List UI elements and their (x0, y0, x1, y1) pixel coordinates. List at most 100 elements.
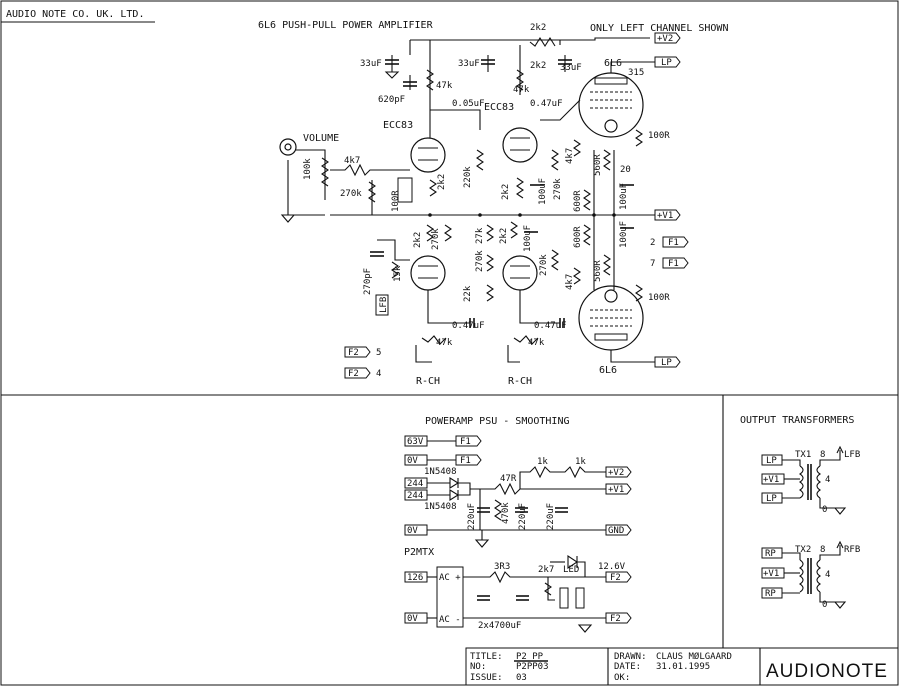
svg-text:47k: 47k (513, 85, 530, 95)
svg-text:244: 244 (407, 479, 423, 489)
svg-text:0V: 0V (407, 456, 418, 466)
svg-text:270k: 270k (553, 178, 563, 200)
tx1-secondary (816, 465, 821, 499)
svg-text:2k2: 2k2 (530, 61, 546, 71)
svg-text:F2: F2 (348, 369, 359, 379)
connector-f2-4 (344, 367, 371, 379)
svg-text:LP: LP (766, 456, 777, 466)
svg-text:2: 2 (650, 238, 655, 248)
svg-text:0.47uF: 0.47uF (534, 321, 567, 331)
drawing-date: 31.01.1995 (656, 662, 710, 672)
svg-text:2k2: 2k2 (413, 232, 423, 248)
psu-circuit: POWERAMP PSU - SMOOTHING 63V F1 0V F1 1N… (404, 416, 632, 633)
svg-text:220uF: 220uF (518, 503, 528, 530)
svg-text:100uF: 100uF (619, 183, 629, 210)
svg-text:270k: 270k (475, 250, 485, 272)
svg-text:NO:: NO: (470, 662, 486, 672)
connector-v2 (654, 32, 681, 44)
drawing-number: P2PP03 (516, 662, 549, 672)
svg-text:6L6: 6L6 (604, 58, 622, 69)
connector-f1-2 (662, 236, 689, 248)
svg-text:4: 4 (376, 369, 381, 379)
output-transformers: OUTPUT TRANSFORMERS TX1 8 LFB LP +V1 LP … (740, 415, 860, 610)
svg-text:1N5408: 1N5408 (424, 467, 457, 477)
connector-f1-7 (662, 257, 689, 269)
svg-text:4: 4 (825, 475, 830, 485)
tx2-secondary (816, 559, 821, 593)
drawing-title: P2 PP (516, 652, 544, 662)
audionote-logo: AUDIONOTE (766, 661, 888, 682)
led-indicator (567, 554, 578, 570)
svg-text:GND: GND (608, 526, 624, 536)
tube-ecc83-a (410, 137, 446, 173)
svg-text:220k: 220k (463, 166, 473, 188)
lfb-input-connector (375, 294, 389, 316)
title-block: TITLE: P2 PP NO: P2PP03 ISSUE: 03 DRAWN:… (465, 647, 899, 686)
svg-text:+V1: +V1 (763, 475, 779, 485)
svg-text:0.05uF: 0.05uF (452, 99, 485, 109)
svg-text:12.6V: 12.6V (598, 562, 626, 572)
psu-out-f2-a (605, 571, 632, 583)
svg-text:+V1: +V1 (657, 211, 673, 221)
amp-title: 6L6 PUSH-PULL POWER AMPLIFIER (258, 20, 434, 31)
svg-text:+V2: +V2 (657, 34, 673, 44)
svg-text:270pF: 270pF (363, 268, 373, 295)
svg-text:220uF: 220uF (546, 503, 556, 530)
svg-text:R-CH: R-CH (416, 376, 440, 387)
svg-text:100uF: 100uF (619, 221, 629, 248)
svg-text:270k: 270k (431, 228, 441, 250)
svg-text:F1: F1 (668, 259, 679, 269)
svg-text:F2: F2 (610, 573, 621, 583)
svg-text:ISSUE:: ISSUE: (470, 673, 503, 683)
svg-text:63V: 63V (407, 437, 424, 447)
svg-text:AC +: AC + (439, 573, 461, 583)
svg-text:OK:: OK: (614, 673, 630, 683)
svg-text:4k7: 4k7 (565, 274, 575, 290)
svg-text:100k: 100k (303, 158, 313, 180)
svg-text:270k: 270k (340, 189, 362, 199)
svg-text:0V: 0V (407, 614, 418, 624)
svg-text:+V1: +V1 (608, 485, 624, 495)
svg-text:244: 244 (407, 491, 423, 501)
svg-text:100uF: 100uF (538, 178, 548, 205)
svg-text:100R: 100R (648, 131, 670, 141)
svg-text:F1: F1 (668, 238, 679, 248)
svg-text:4: 4 (825, 570, 830, 580)
svg-text:4k7: 4k7 (565, 148, 575, 164)
svg-text:470k: 470k (501, 502, 511, 524)
svg-text:F1: F1 (460, 437, 471, 447)
svg-text:33uF: 33uF (560, 63, 582, 73)
svg-text:47R: 47R (500, 474, 517, 484)
svg-text:15k: 15k (393, 265, 403, 282)
svg-text:100R: 100R (648, 293, 670, 303)
svg-text:22k: 22k (463, 285, 473, 302)
svg-text:+V2: +V2 (608, 468, 624, 478)
svg-text:LP: LP (661, 358, 672, 368)
svg-text:1k: 1k (537, 457, 548, 467)
svg-text:POWERAMP PSU - SMOOTHING: POWERAMP PSU - SMOOTHING (425, 416, 570, 427)
svg-text:TX2: TX2 (795, 545, 811, 555)
svg-text:0V: 0V (407, 526, 418, 536)
svg-text:RP: RP (765, 589, 776, 599)
svg-text:LFB: LFB (379, 297, 389, 313)
svg-text:100uF: 100uF (523, 225, 533, 252)
svg-text:+V1: +V1 (763, 569, 779, 579)
svg-text:RP: RP (765, 549, 776, 559)
svg-text:220uF: 220uF (467, 503, 477, 530)
connector-lp-bottom (654, 356, 681, 368)
svg-text:100R: 100R (391, 190, 401, 212)
svg-text:2x4700uF: 2x4700uF (478, 621, 521, 631)
svg-text:P2MTX: P2MTX (404, 547, 434, 558)
drawn-by: CLAUS MØLGAARD (656, 651, 732, 662)
svg-text:TITLE:: TITLE: (470, 652, 503, 662)
svg-text:DATE:: DATE: (614, 662, 641, 672)
svg-text:0: 0 (822, 505, 827, 515)
svg-text:7: 7 (650, 259, 655, 269)
diode-bottom (449, 489, 460, 501)
svg-text:F2: F2 (348, 348, 359, 358)
channel-note: ONLY LEFT CHANNEL SHOWN (590, 23, 728, 34)
svg-text:8: 8 (820, 450, 825, 460)
svg-text:47k: 47k (528, 338, 545, 348)
svg-text:27k: 27k (475, 227, 485, 244)
